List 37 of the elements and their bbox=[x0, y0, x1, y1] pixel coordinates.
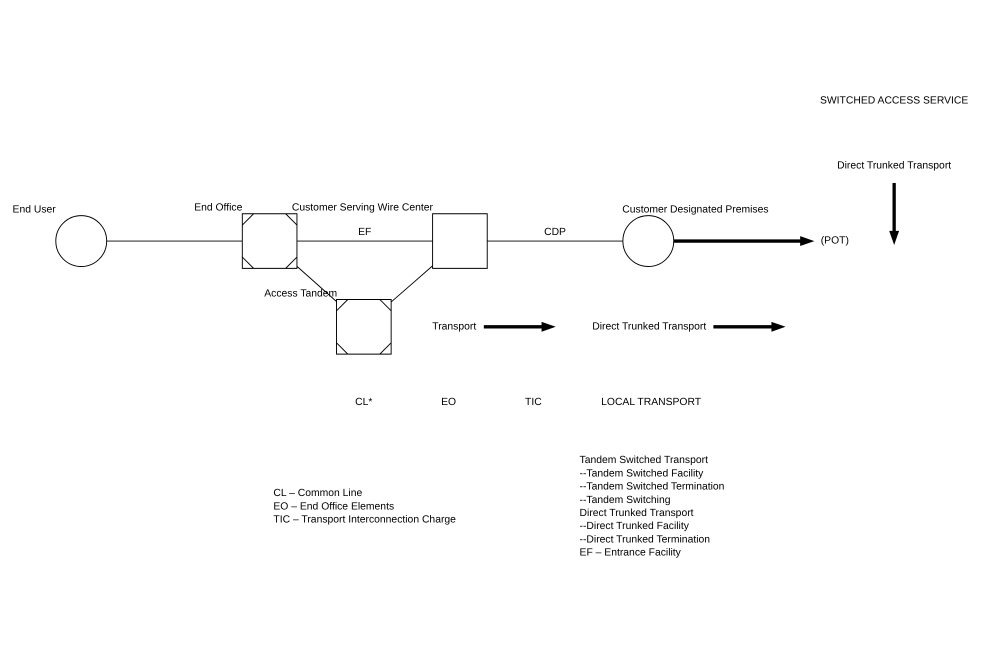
label: EF – Entrance Facility bbox=[580, 547, 681, 558]
node-circle bbox=[55, 214, 108, 266]
connector bbox=[296, 240, 433, 242]
arrow bbox=[889, 182, 900, 245]
label: --Tandem Switched Termination bbox=[580, 481, 724, 492]
label: Tandem Switched Transport bbox=[580, 454, 708, 466]
node-text: Transport bbox=[432, 320, 476, 332]
label: --Direct Trunked Termination bbox=[580, 534, 710, 545]
node-circle bbox=[622, 214, 674, 266]
edge-label: CDP bbox=[544, 226, 566, 238]
connector bbox=[486, 240, 624, 242]
label: --Tandem Switching bbox=[580, 494, 671, 506]
label: EO – End Office Elements bbox=[273, 500, 394, 512]
node-box bbox=[432, 212, 488, 268]
label: CL* bbox=[355, 396, 372, 408]
node-label: End User bbox=[12, 204, 56, 216]
connector bbox=[390, 265, 433, 302]
node-text: (POT) bbox=[820, 235, 849, 246]
edge-label: EF bbox=[358, 226, 372, 238]
node-text: Direct Trunked Transport bbox=[837, 160, 952, 171]
label: EO bbox=[441, 396, 456, 408]
node-label: Customer Designated Premises bbox=[622, 204, 769, 216]
connector bbox=[106, 240, 243, 242]
node-label: End Office bbox=[194, 202, 242, 214]
label: TIC bbox=[525, 396, 542, 408]
node-label: Customer Serving Wire Center bbox=[292, 202, 433, 214]
label: SWITCHED ACCESS SERVICE bbox=[820, 94, 968, 106]
label: LOCAL TRANSPORT bbox=[601, 396, 702, 408]
label: CL – Common Line bbox=[273, 488, 362, 499]
arrow bbox=[713, 321, 786, 332]
node-text: Direct Trunked Transport bbox=[592, 320, 706, 332]
label: Direct Trunked Transport bbox=[580, 507, 694, 518]
arrow bbox=[674, 236, 814, 246]
arrow bbox=[484, 321, 556, 332]
label: --Tandem Switched Facility bbox=[580, 468, 704, 479]
label: TIC – Transport Interconnection Charge bbox=[273, 514, 456, 526]
label: --Direct Trunked Facility bbox=[580, 520, 689, 532]
